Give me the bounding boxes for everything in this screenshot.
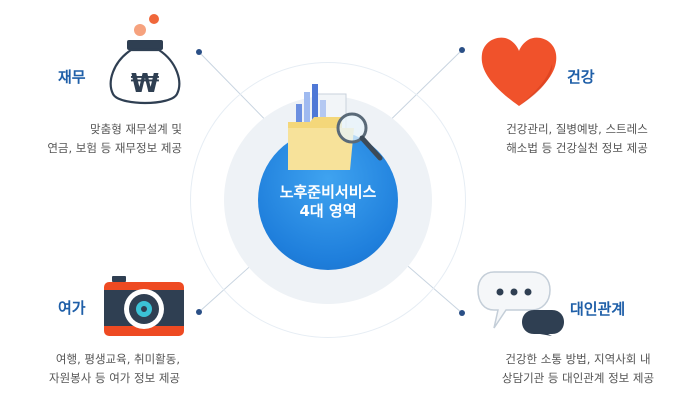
relations-description: 건강한 소통 방법, 지역사회 내 상담기관 등 대인관계 정보 제공 — [478, 350, 678, 388]
connector-dot-relations — [459, 310, 465, 316]
health-desc-line2: 해소법 등 건강실천 정보 제공 — [506, 141, 648, 155]
relations-desc-line2: 상담기관 등 대인관계 정보 제공 — [501, 371, 655, 385]
center-title: 노후준비서비스 4대 영역 — [258, 183, 398, 221]
center-title-line2: 4대 영역 — [299, 202, 357, 220]
leisure-desc-line2: 자원봉사 등 여가 정보 제공 — [48, 371, 180, 385]
connector-dot-health — [459, 47, 465, 53]
finance-desc-line1: 맞춤형 재무설계 및 — [90, 122, 182, 136]
leisure-description: 여행, 평생교육, 취미활동, 자원봉사 등 여가 정보 제공 — [20, 350, 180, 388]
finance-label: 재무 — [58, 68, 86, 86]
relations-desc-line1: 건강한 소통 방법, 지역사회 내 — [505, 352, 651, 366]
health-label: 건강 — [567, 68, 595, 86]
svg-text:₩: ₩ — [131, 69, 160, 99]
center-title-line1: 노후준비서비스 — [279, 183, 377, 201]
heart-icon — [481, 37, 557, 107]
folder-search-icon — [288, 84, 383, 170]
speech-bubbles-icon — [477, 271, 564, 336]
camera-icon — [104, 276, 184, 336]
health-description: 건강관리, 질병예방, 스트레스 해소법 등 건강실천 정보 제공 — [482, 120, 672, 158]
finance-desc-line2: 연금, 보험 등 재무정보 제공 — [47, 141, 182, 155]
money-bag-icon: ₩ — [109, 14, 181, 104]
leisure-desc-line1: 여행, 평생교육, 취미활동, — [55, 352, 180, 366]
connector-dot-leisure — [196, 309, 202, 315]
connector-dot-finance — [196, 49, 202, 55]
finance-description: 맞춤형 재무설계 및 연금, 보험 등 재무정보 제공 — [20, 120, 182, 158]
leisure-label: 여가 — [58, 299, 86, 317]
health-desc-line1: 건강관리, 질병예방, 스트레스 — [506, 122, 648, 136]
relations-label: 대인관계 — [570, 300, 626, 318]
outer-ring — [190, 62, 466, 338]
